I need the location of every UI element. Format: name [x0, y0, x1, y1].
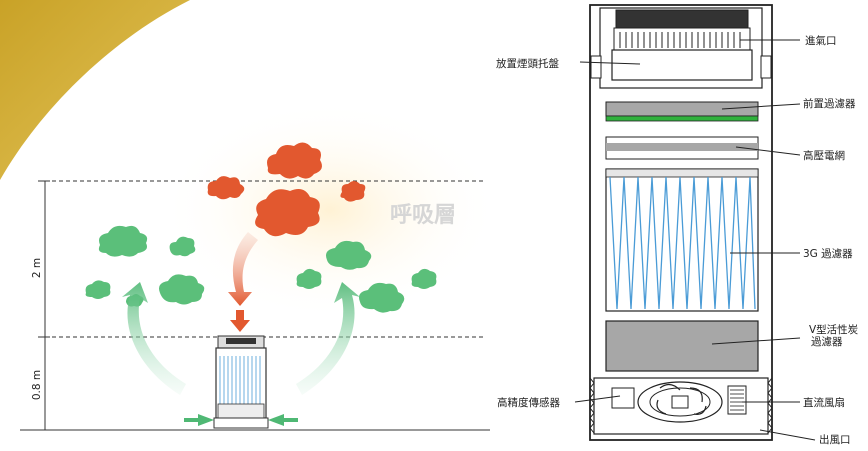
corner-decoration: [0, 0, 190, 180]
air-inlet-grille: [613, 9, 751, 51]
height-scale: 2 m 0.8 m: [31, 180, 50, 431]
label-hv-mesh: 高壓電網: [803, 149, 845, 162]
label-carbon-filter-line2: 過濾器: [811, 335, 843, 348]
clean-air-clouds: [85, 225, 437, 313]
pre-filter-green-layer: [605, 115, 759, 122]
label-dc-fan: 直流風扇: [803, 396, 845, 409]
v-activated-carbon-filter: [605, 320, 759, 372]
label-3g-filter: 3G 過濾器: [803, 247, 853, 260]
label-outlet: 出風口: [819, 433, 851, 446]
pre-filter: [605, 101, 759, 117]
label-sensor: 高精度傳感器: [497, 396, 560, 409]
dc-fan-assembly: [589, 377, 773, 435]
height-label-0-8m: 0.8 m: [31, 370, 43, 400]
smoke-down-arrow: [228, 232, 258, 332]
left-panel: 2 m 0.8 m 呼吸層: [0, 0, 500, 431]
label-air-inlet: 進氣口: [805, 34, 837, 47]
label-carbon-filter-line1: V型活性炭: [809, 323, 859, 336]
smoke-clouds: [207, 142, 366, 237]
3g-filter: [605, 168, 759, 312]
label-smoke-tray: 放置煙頭托盤: [496, 57, 559, 70]
leader-lines: [574, 39, 816, 441]
sensor-box: [611, 387, 635, 409]
breathing-zone-label: 呼吸層: [390, 203, 456, 228]
height-label-2m: 2 m: [31, 258, 43, 278]
right-panel-cross-section: 進氣口 放置煙頭托盤 前置過濾器 高壓電網 3G 過濾器 V型活性炭 過濾器 高…: [496, 4, 859, 446]
clean-air-arrows: [122, 282, 360, 426]
smoke-tray: [611, 49, 753, 81]
label-pre-filter: 前置過濾器: [803, 97, 856, 110]
small-purifier-unit: [213, 335, 269, 429]
